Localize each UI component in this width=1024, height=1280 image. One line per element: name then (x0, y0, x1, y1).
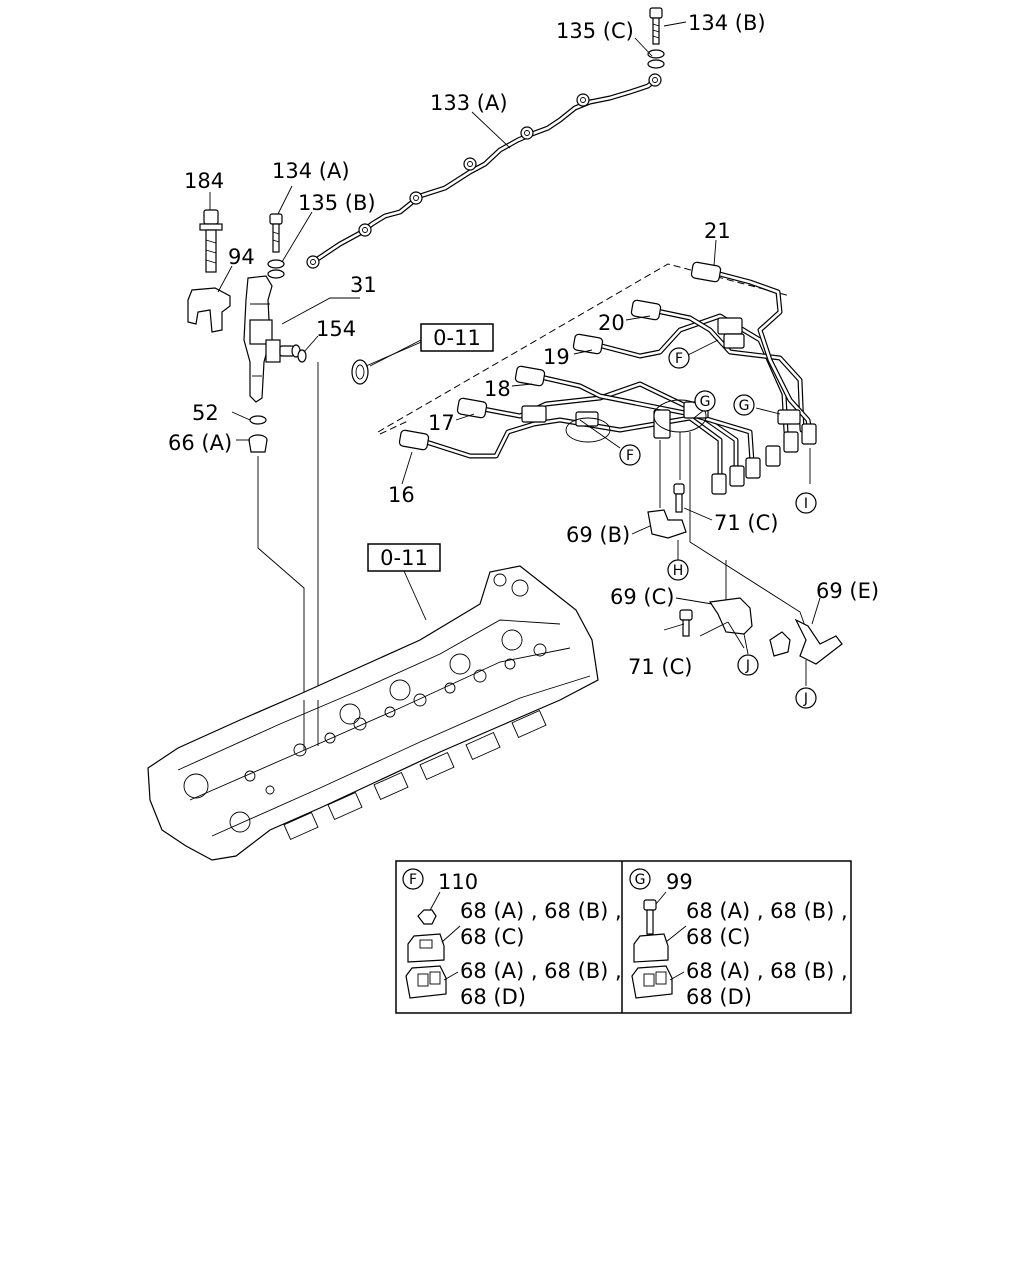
callout-18: 18 (484, 377, 511, 401)
callout-69c: 69 (C) (610, 585, 674, 609)
leak-off-pipe-133a (306, 73, 662, 269)
callout-52: 52 (192, 401, 219, 425)
marker-g-1[interactable]: G (694, 390, 716, 412)
svg-text:I: I (804, 496, 808, 512)
svg-text:H: H (673, 563, 684, 579)
marker-f-1[interactable]: F (668, 347, 690, 369)
callout-19: 19 (543, 345, 570, 369)
callout-134b: 134 (B) (688, 11, 766, 35)
detail-f-line1: 68 (A) , 68 (B) , (460, 899, 622, 923)
callout-94: 94 (228, 245, 255, 269)
callout-66a: 66 (A) (168, 431, 232, 455)
callout-69b: 69 (B) (566, 523, 630, 547)
detail-f-part: 110 (438, 870, 478, 894)
detail-g-line2: 68 (C) (686, 925, 750, 949)
callout-71c-bottom: 71 (C) (628, 655, 692, 679)
detail-f-line4: 68 (D) (460, 985, 526, 1009)
tube-seal (351, 339, 427, 385)
svg-text:J: J (803, 691, 808, 707)
callout-135c: 135 (C) (556, 19, 634, 43)
detail-f-marker: F (409, 872, 417, 888)
callout-133a: 133 (A) (430, 91, 508, 115)
callout-134a: 134 (A) (272, 159, 350, 183)
ref-box-top[interactable]: 0-11 (420, 323, 494, 352)
marker-h[interactable]: H (667, 559, 689, 581)
marker-j-2[interactable]: J (795, 687, 817, 709)
banjo-bolt-134b (647, 7, 665, 69)
bracket-69b (647, 432, 687, 560)
callout-135b: 135 (B) (298, 191, 376, 215)
leader-lines (209, 21, 821, 686)
callout-16: 16 (388, 483, 415, 507)
svg-text:F: F (675, 351, 683, 367)
callout-154: 154 (316, 317, 356, 341)
detail-g-line4: 68 (D) (686, 985, 752, 1009)
marker-i[interactable]: I (795, 492, 817, 514)
svg-text:G: G (700, 394, 711, 410)
detail-panel: F 110 68 (A) , 68 (B) , 68 (C) 68 (A) , … (395, 860, 852, 1014)
detail-g: G 99 68 (A) , 68 (B) , 68 (C) 68 (A) , 6… (629, 868, 848, 1009)
callout-17: 17 (428, 411, 455, 435)
callout-20: 20 (598, 311, 625, 335)
ref-label-cylinder-head: 0-11 (380, 546, 428, 570)
detail-g-line1: 68 (A) , 68 (B) , (686, 899, 848, 923)
callout-31: 31 (350, 273, 377, 297)
marker-j-1[interactable]: J (737, 654, 759, 676)
marker-f-2[interactable]: F (619, 444, 641, 466)
cylinder-head (147, 565, 599, 861)
svg-text:F: F (626, 448, 634, 464)
callout-71c-top: 71 (C) (714, 511, 778, 535)
svg-text:G: G (739, 398, 750, 414)
detail-g-marker: G (635, 872, 646, 888)
injection-pipe-outline (377, 263, 791, 435)
marker-g-2[interactable]: G (733, 394, 755, 416)
injection-pipes (398, 261, 817, 495)
injector-assembly (187, 209, 319, 720)
svg-text:J: J (745, 658, 750, 674)
ref-box-cylinder-head[interactable]: 0-11 (367, 543, 441, 572)
bracket-69c-69e (679, 432, 843, 665)
detail-f-line2: 68 (C) (460, 925, 524, 949)
ref-label-top: 0-11 (433, 326, 481, 350)
detail-f: F 110 68 (A) , 68 (B) , 68 (C) 68 (A) , … (402, 868, 622, 1009)
detail-g-part: 99 (666, 870, 693, 894)
detail-f-line3: 68 (A) , 68 (B) , (460, 959, 622, 983)
detail-g-line3: 68 (A) , 68 (B) , (686, 959, 848, 983)
callout-184: 184 (184, 169, 224, 193)
callout-21: 21 (704, 219, 731, 243)
callout-69e: 69 (E) (816, 579, 879, 603)
